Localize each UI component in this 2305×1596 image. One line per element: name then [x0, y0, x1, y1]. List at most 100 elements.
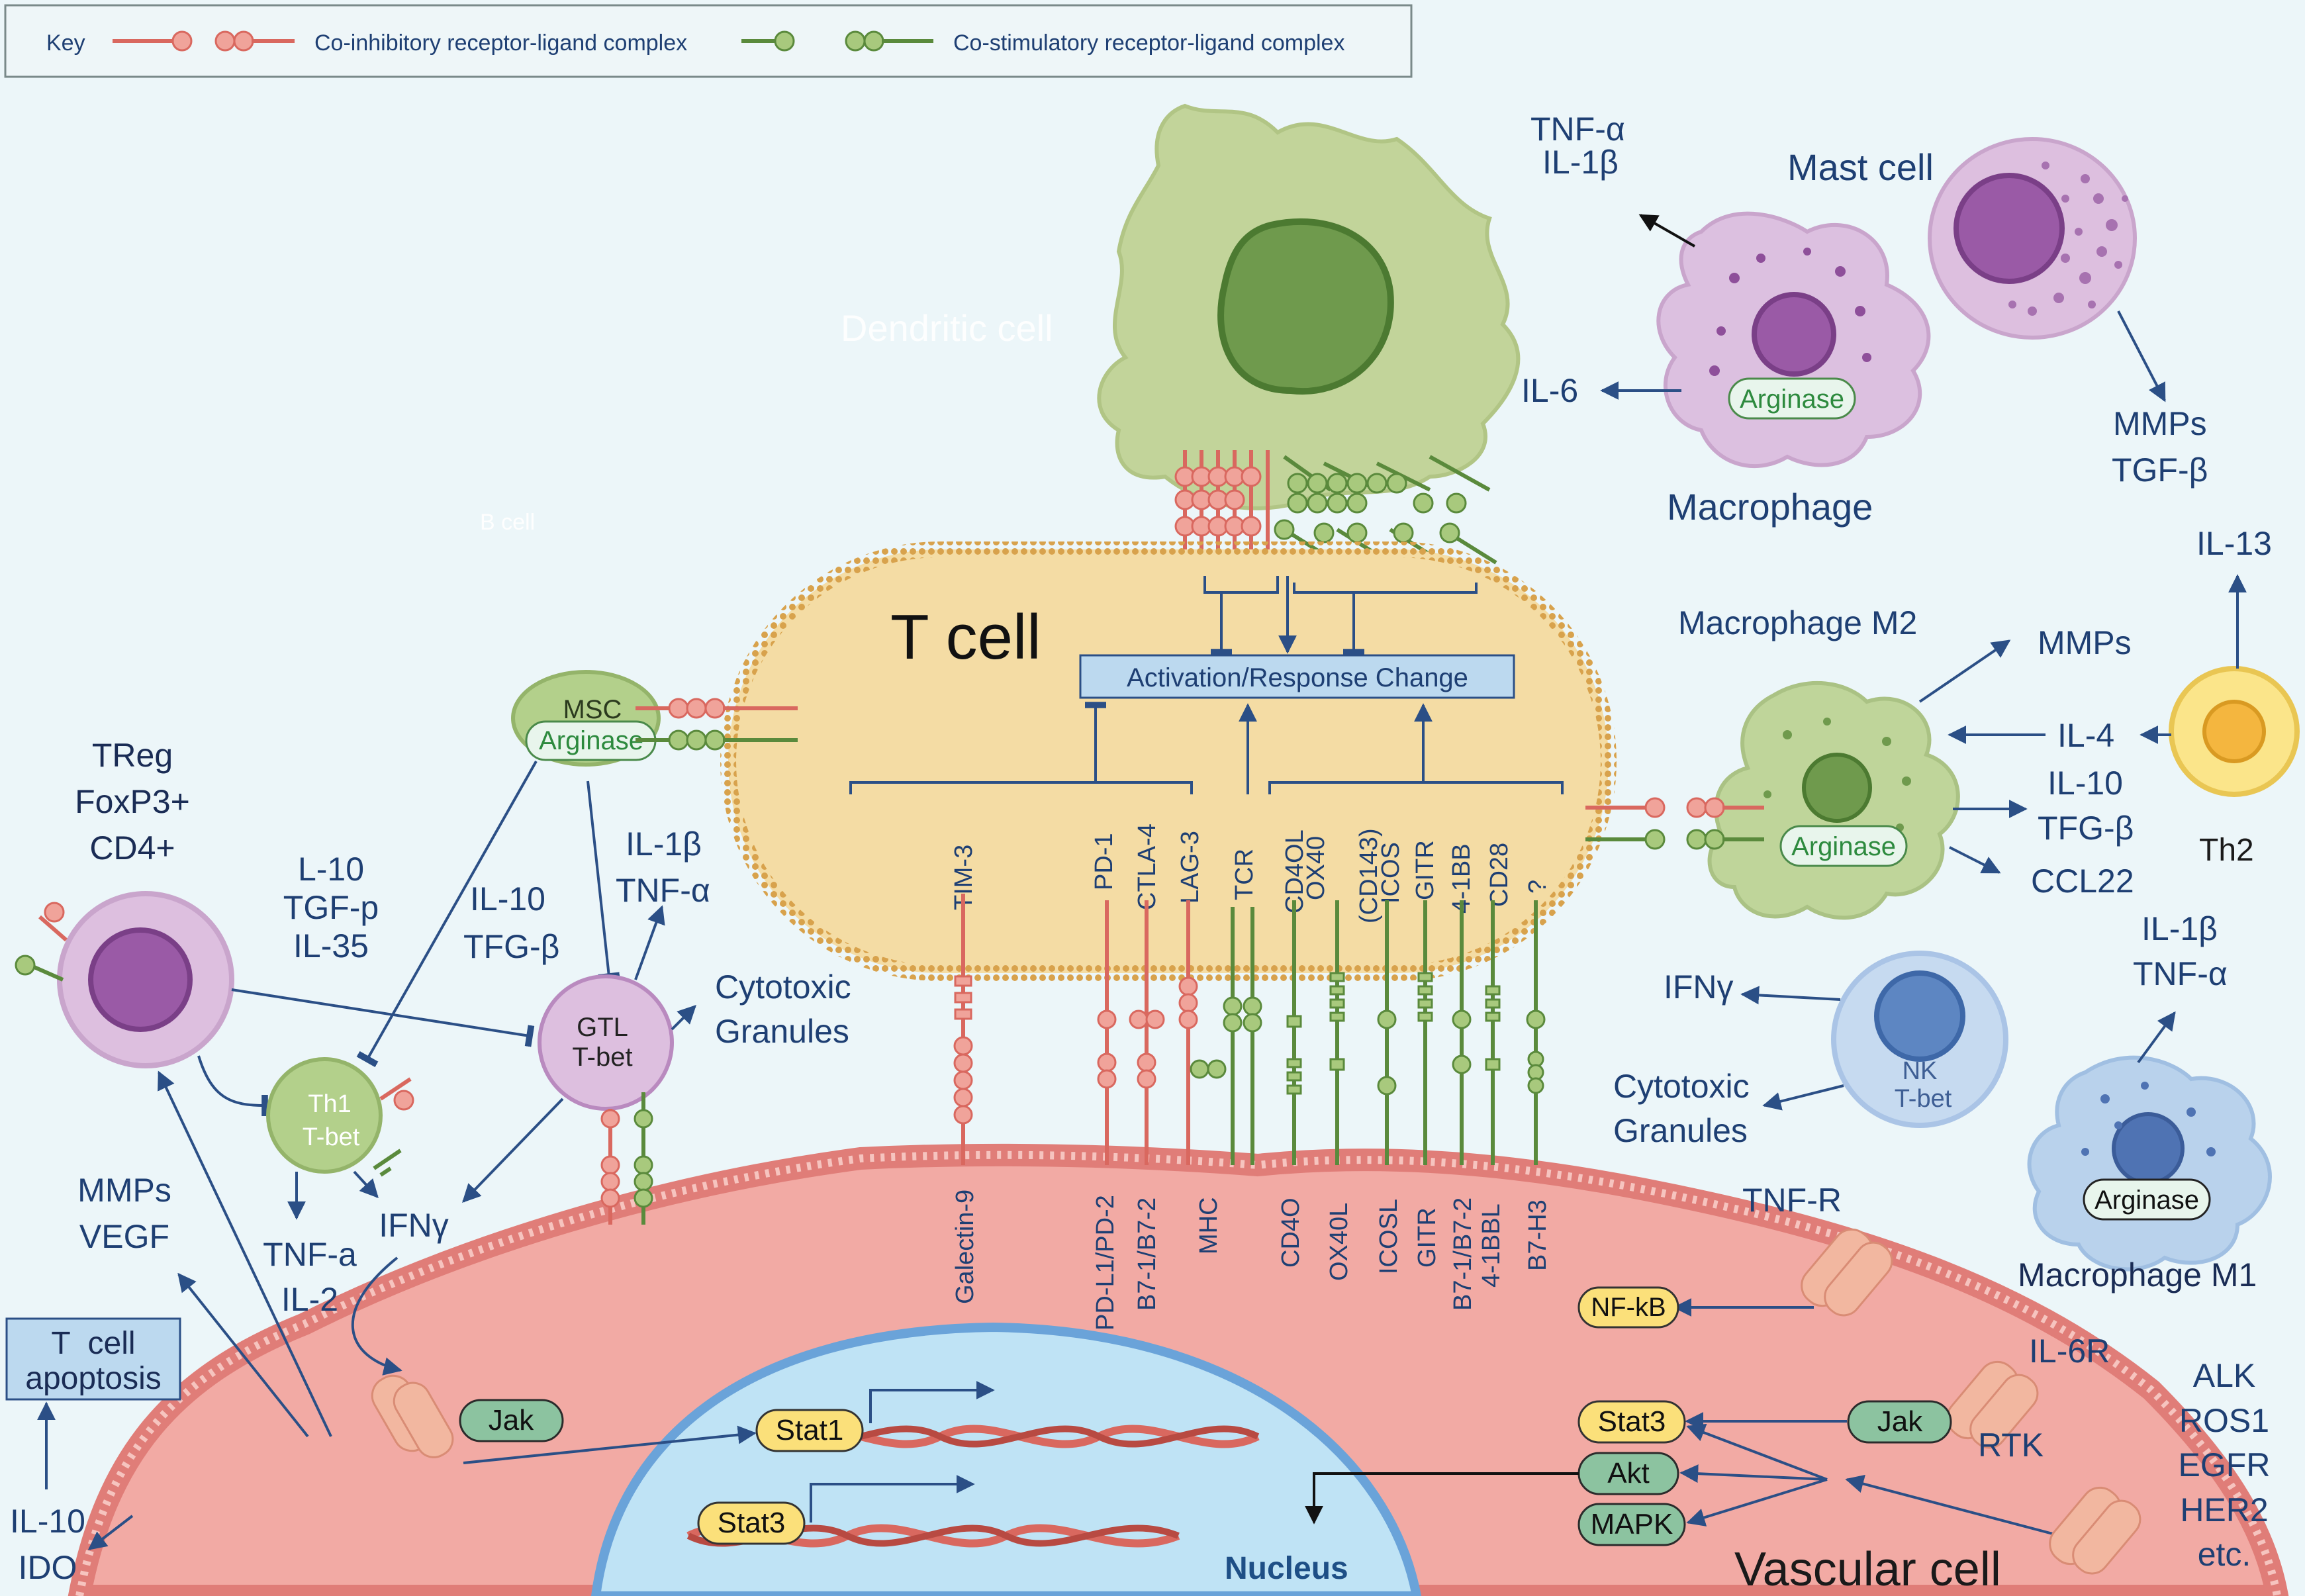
key-title: Key: [46, 30, 85, 56]
gtl-cell: GTL T-bet: [538, 974, 674, 1111]
th1-label-1: Th1: [308, 1090, 351, 1118]
nk-label-1: NK: [1903, 1057, 1938, 1085]
gtl-granules-1: Cytotoxic: [715, 968, 851, 1006]
t-cell-label: T cell: [890, 602, 1041, 673]
nfkb-label: NF-kB: [1591, 1293, 1666, 1322]
gtl-label-2: T-bet: [572, 1043, 632, 1072]
nucleus-label: Nucleus: [1225, 1551, 1348, 1586]
m2-mmps-label: MMPs: [2038, 624, 2132, 661]
m2-output-1: IL-10: [2047, 765, 2123, 802]
stat3-nuclear-badge: Stat3: [697, 1501, 806, 1545]
macrophage-m1-label: Macrophage M1: [2018, 1256, 2257, 1293]
receptor-pd1: PD-1: [1090, 833, 1118, 890]
gtl-granules-arrow: [671, 1005, 696, 1031]
jak-badge-left: Jak: [459, 1399, 564, 1442]
msc-arginase-label: Arginase: [539, 726, 643, 755]
key-stimulatory-symbol: [741, 30, 933, 52]
receptor-ctla4: CTLA-4: [1133, 823, 1161, 910]
rtk-label: RTK: [1978, 1427, 2044, 1464]
top-bracket-arrows: [1203, 576, 1478, 652]
key-legend: Key Co-inhibitory receptor-ligand comple…: [4, 4, 1413, 78]
vascular-to-ido-arrow: [87, 1515, 134, 1550]
treg-output-1: L-10: [298, 851, 364, 888]
stat1-badge: Stat1: [755, 1409, 864, 1452]
macrophage-m2-label: Macrophage M2: [1678, 604, 1917, 641]
th2-label: Th2: [2199, 833, 2254, 868]
receptor-labels: TIM-3 PD-1 CTLA-4 LAG-3 TCR CD4OL OX40 (…: [950, 823, 1552, 923]
ligand-mhc: MHC: [1195, 1197, 1223, 1254]
receptor-tcr: TCR: [1231, 849, 1258, 900]
jak-receptor-left: [371, 1374, 454, 1458]
msc-output-2: TFG-β: [463, 928, 559, 965]
treg-label-1: TReg: [92, 737, 173, 774]
vascular-to-mmps-arrow: [177, 1272, 309, 1438]
ligand-cd40: CD4O: [1277, 1197, 1305, 1268]
treg-output-3: IL-35: [293, 927, 369, 964]
m2-arginase-label: Arginase: [1791, 832, 1896, 861]
ligand-b7-1-b7-2-b: B7-1/B7-2: [1449, 1197, 1477, 1311]
nfkb-badge: NF-kB: [1577, 1286, 1679, 1329]
nk-cell: NK T-bet: [1831, 951, 2008, 1128]
apoptosis-label-1: T cell: [51, 1326, 135, 1361]
t-cell: T cell: [720, 541, 1617, 981]
ligand-41bbl: 4-1BBL: [1478, 1203, 1505, 1288]
jak-badge-right: Jak: [1847, 1400, 1952, 1444]
vascular-cell-label: Vascular cell: [1734, 1543, 2001, 1596]
gtl-label-1: GTL: [577, 1013, 628, 1042]
stat1-label: Stat1: [776, 1414, 844, 1446]
macrophage-m1: Arginase Macrophage M1: [2018, 1055, 2272, 1293]
stat3-badge: Stat3: [1577, 1400, 1686, 1444]
gtl-vascular-pairs: [600, 1092, 653, 1225]
dc-tcell-inhibitory-balls: [1174, 466, 1262, 537]
jak-right-label: Jak: [1877, 1405, 1923, 1438]
akt-badge: Akt: [1577, 1452, 1679, 1495]
nk-ifn-arrow: [1740, 986, 1841, 1005]
il6-receptor: IL-6R: [1946, 1333, 2110, 1449]
ifn-to-jak-arrow: [351, 1256, 402, 1376]
m2-arginase: [1779, 825, 1908, 867]
receptor-ox40: OX40: [1302, 836, 1330, 900]
dc-top-cytokine-1: TNF-α: [1530, 111, 1625, 148]
receptor-cd4ol: CD4OL: [1281, 829, 1309, 914]
nk-granules-arrow: [1762, 1084, 1844, 1111]
vascular-to-treg-arrow: [158, 1070, 332, 1437]
macrophage-m2: Arginase Macrophage M2: [1678, 604, 1960, 920]
th1-ifn-label: IFNγ: [379, 1207, 449, 1244]
macrophage-to-dc-arrow: [1638, 214, 1695, 248]
ligand-gitr: GITR: [1413, 1207, 1441, 1268]
gtl-il1b-arrow: [634, 905, 665, 980]
m1-output-2: TNF-α: [2133, 955, 2228, 992]
il6r-label: IL-6R: [2029, 1333, 2110, 1370]
rtk-receptor: RTK: [1978, 1427, 2141, 1575]
stat3-label: Stat3: [1598, 1405, 1666, 1438]
tnf-receptor: TNF-R: [1742, 1182, 1893, 1317]
dc-top-cytokine-2: IL-1β: [1542, 144, 1619, 181]
akt-label: Akt: [1607, 1457, 1650, 1489]
dendritic-cell-label: Dendritic cell: [841, 307, 1053, 349]
ligand-galectin9: Galectin-9: [951, 1190, 979, 1304]
treg-to-th1-inhibit: [197, 1055, 265, 1105]
jak-left-label: Jak: [489, 1404, 534, 1436]
treg-label-3: CD4+: [89, 829, 175, 867]
msc-cell: MSC Arginase: [511, 670, 661, 767]
b-cell-label: B cell: [480, 510, 535, 535]
msc-tcell-pairs: [635, 698, 798, 751]
apoptosis-label-2: apoptosis: [25, 1361, 161, 1396]
stat3-transcription-arrow: [810, 1475, 975, 1523]
ligand-b7h3: B7-H3: [1524, 1199, 1552, 1271]
receptor-unknown: ?: [1524, 880, 1552, 894]
ligand-ox40l: OX40L: [1325, 1203, 1353, 1281]
m2-ccl22-arrow: [1949, 846, 2001, 874]
key-inhibitory-symbol: [113, 30, 295, 52]
dendritic-cell: Dendritic cell: [841, 103, 1521, 510]
key-inhibitory-label: Co-inhibitory receptor-ligand complex: [314, 30, 687, 56]
msc-output-1: IL-10: [470, 880, 545, 917]
th1-label-2: T-bet: [303, 1123, 360, 1151]
m1-arginase: [2083, 1178, 2211, 1221]
il13-label: IL-13: [2196, 525, 2272, 562]
mast-output-1: MMPs: [2113, 405, 2207, 442]
nk-granules-label-2: Granules: [1613, 1112, 1748, 1149]
msc-to-th1-inhibit: [367, 761, 538, 1059]
mast-output-2: TGF-β: [2112, 451, 2208, 489]
